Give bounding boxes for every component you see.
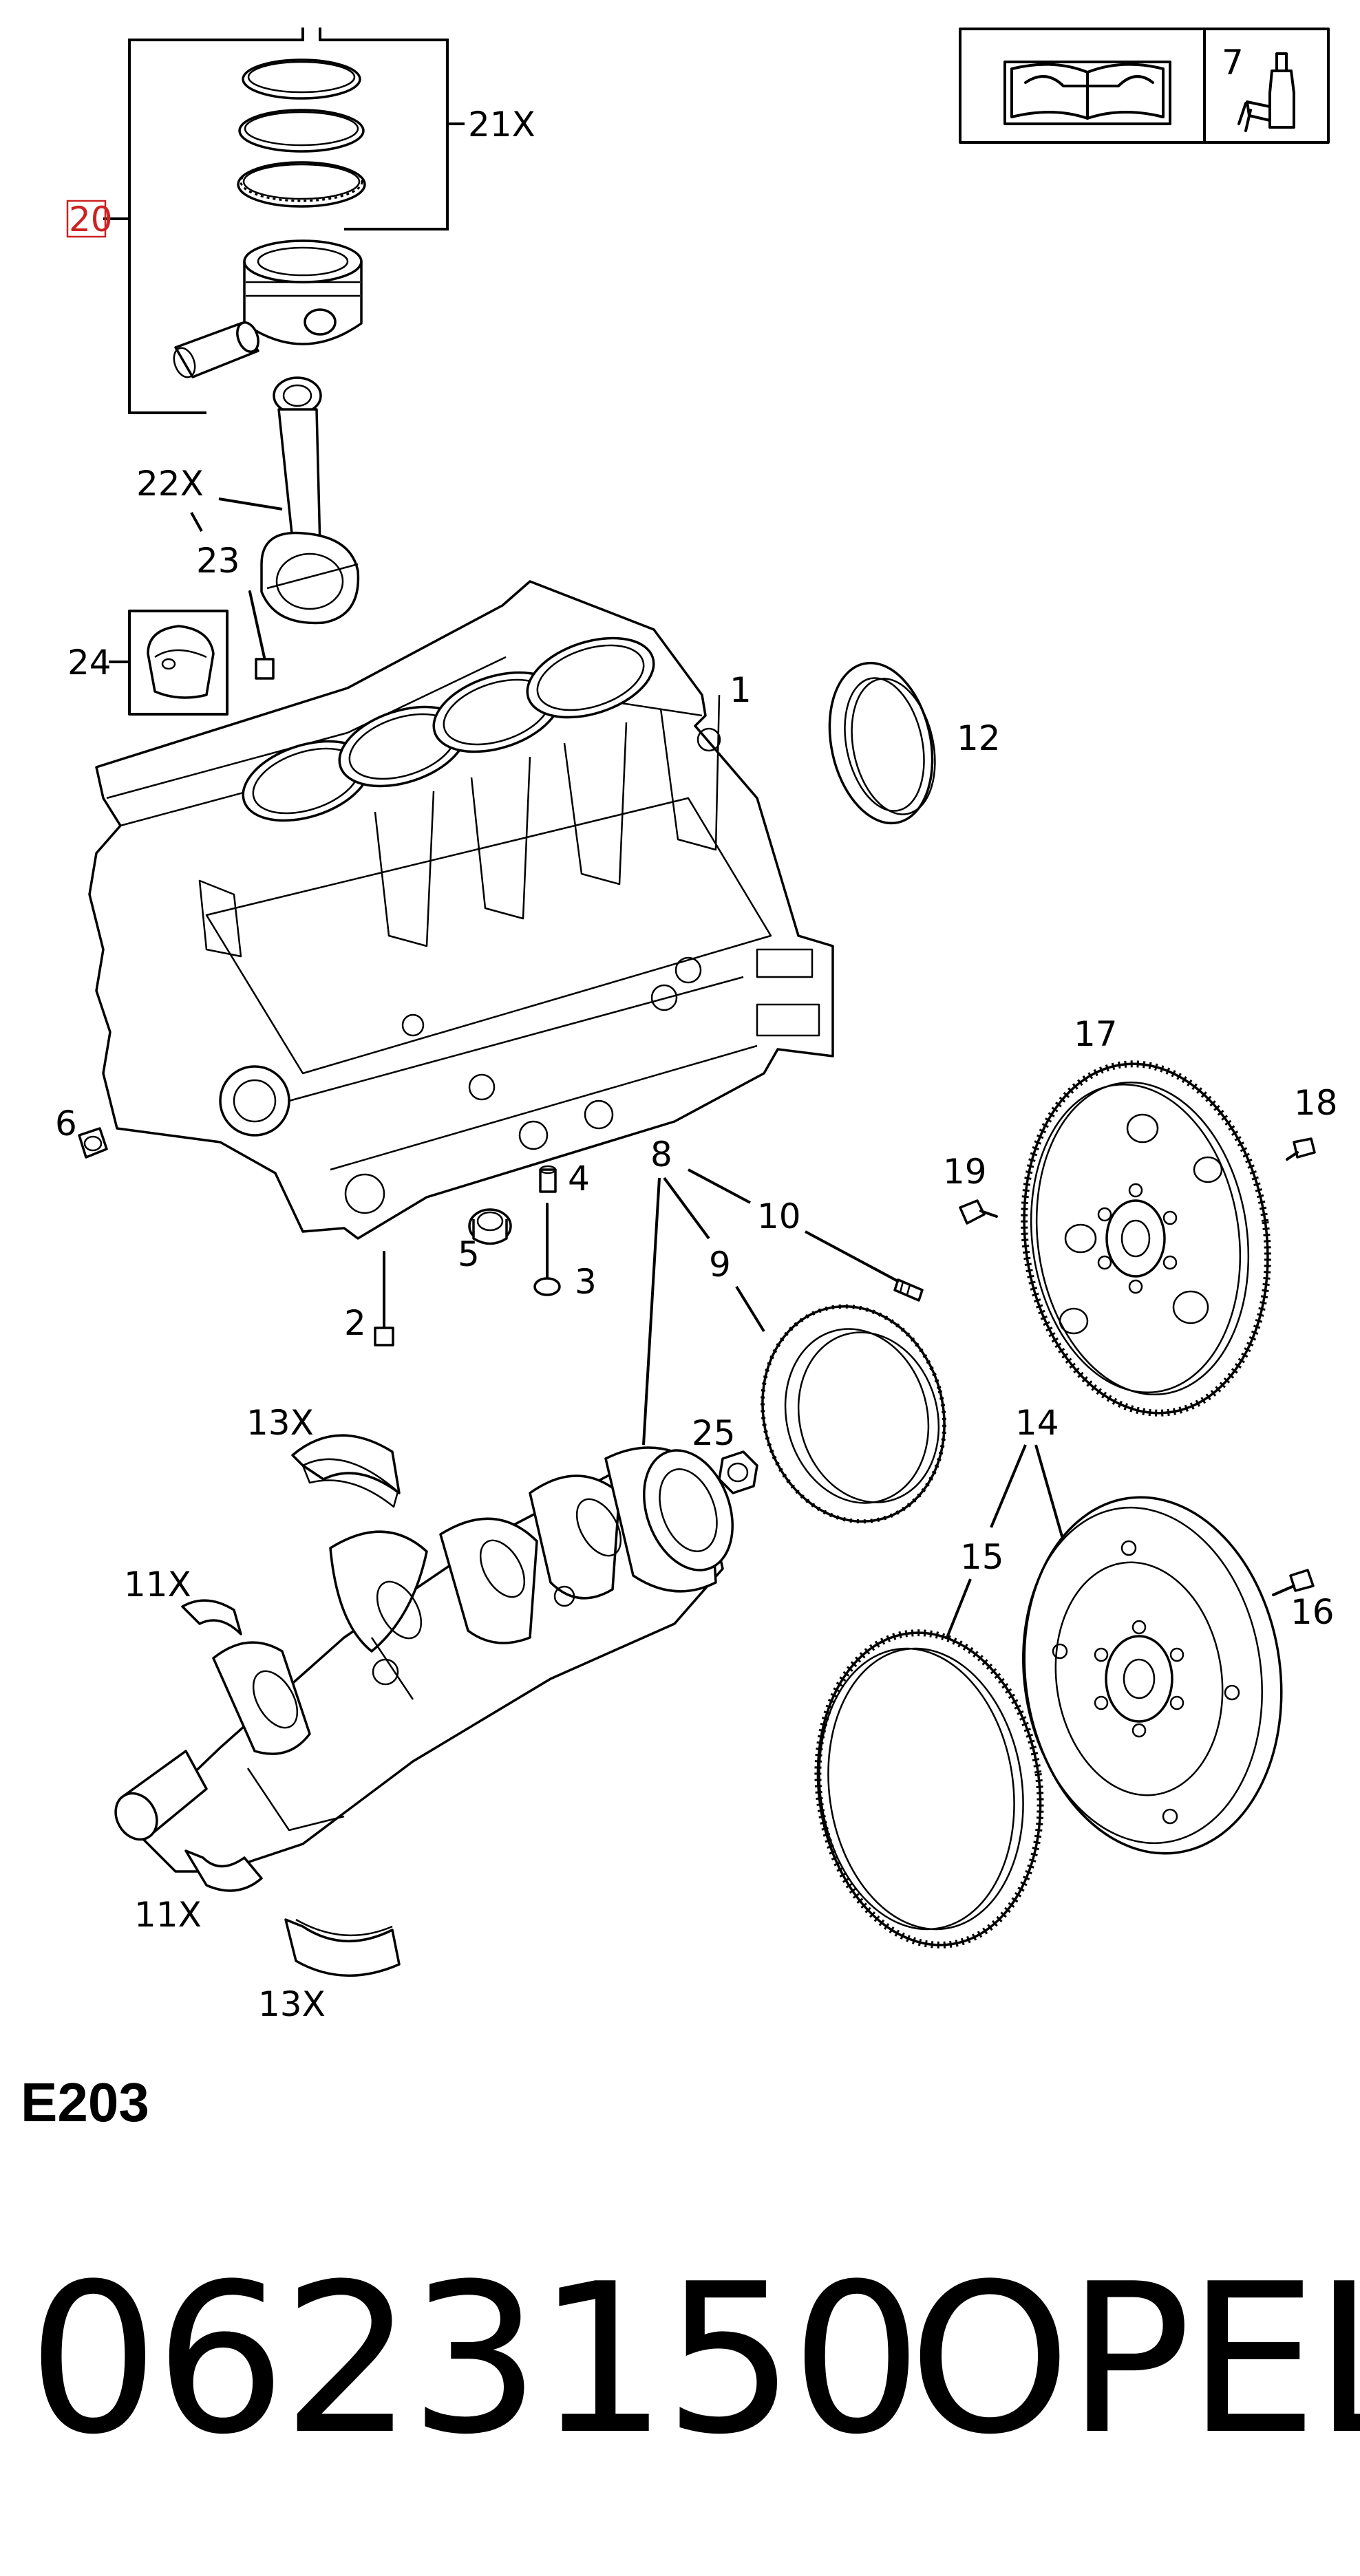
oil-bottle-icon: [1237, 52, 1295, 132]
piston-pin: [173, 321, 259, 378]
thrust-washer-upper: [181, 1599, 242, 1635]
label-22x[interactable]: 22X: [136, 464, 204, 504]
label-10[interactable]: 10: [757, 1196, 801, 1236]
connecting-rod: [260, 376, 360, 625]
label-3[interactable]: 3: [575, 1262, 597, 1302]
expansion-plug: [468, 1208, 512, 1245]
head-bolt: [533, 1203, 561, 1296]
piston-group-bracket: [103, 28, 465, 414]
leader-8-crank: [642, 1177, 661, 1446]
label-24[interactable]: 24: [67, 643, 111, 683]
thrust-washer-lower: [184, 1849, 263, 1892]
label-2[interactable]: 2: [344, 1303, 366, 1343]
label-9[interactable]: 9: [709, 1245, 731, 1285]
label-8[interactable]: 8: [650, 1135, 672, 1174]
label-14[interactable]: 14: [1015, 1403, 1059, 1443]
label-6[interactable]: 6: [55, 1104, 77, 1144]
label-11x-top[interactable]: 11X: [124, 1565, 191, 1604]
diagram-code: E203: [21, 2072, 149, 2133]
flywheel-bolt-18: [1286, 1137, 1316, 1161]
ring-gear: [814, 1629, 1044, 1949]
part-number: 0623150: [28, 2240, 922, 2480]
service-manual-icon: [1003, 61, 1171, 125]
label-25[interactable]: 25: [692, 1413, 736, 1453]
highlight-box-20: [66, 200, 107, 238]
engine-block: [88, 580, 834, 1240]
flexplate-bolt-19: [959, 1199, 998, 1225]
label-18[interactable]: 18: [1294, 1083, 1338, 1123]
label-17[interactable]: 17: [1074, 1014, 1118, 1054]
rod-bearing-shell: [147, 625, 215, 699]
piston: [243, 239, 363, 345]
main-cap-bolt: [374, 1251, 394, 1346]
flywheel-bolt-16: [1272, 1569, 1315, 1596]
block-plug: [78, 1127, 108, 1159]
label-4[interactable]: 4: [568, 1159, 590, 1199]
rear-main-seal: [828, 661, 936, 825]
label-21x[interactable]: 21X: [468, 105, 535, 144]
main-bearing-shell-lower: [284, 1918, 401, 1977]
label-19[interactable]: 19: [943, 1152, 987, 1192]
label-7[interactable]: 7: [1222, 43, 1244, 83]
dowel-sleeve: [539, 1165, 557, 1193]
crankshaft: [114, 1446, 734, 1873]
label-20[interactable]: 20: [69, 200, 113, 239]
label-12[interactable]: 12: [957, 718, 1001, 758]
label-13x-bottom[interactable]: 13X: [258, 1984, 326, 2024]
piston-rings: [237, 58, 366, 208]
label-11x-bottom[interactable]: 11X: [134, 1895, 202, 1935]
main-bearing-shell-upper: [291, 1434, 401, 1508]
flywheel: [1022, 1496, 1283, 1855]
label-1[interactable]: 1: [730, 670, 752, 710]
label-13x-top[interactable]: 13X: [246, 1403, 314, 1443]
thrust-washer: [718, 1450, 758, 1494]
label-23[interactable]: 23: [196, 541, 240, 581]
label-16[interactable]: 16: [1290, 1592, 1335, 1632]
flexplate: [1021, 1060, 1271, 1417]
cylinder-bores: [242, 636, 655, 822]
leader-22x: [218, 497, 283, 511]
spring-pin: [893, 1278, 924, 1302]
brand-name: OPEL: [909, 2240, 1360, 2480]
reluctor-ring: [760, 1304, 947, 1524]
label-15[interactable]: 15: [960, 1537, 1004, 1577]
info-box: 7: [959, 28, 1330, 144]
rod-bolt: [248, 590, 275, 680]
